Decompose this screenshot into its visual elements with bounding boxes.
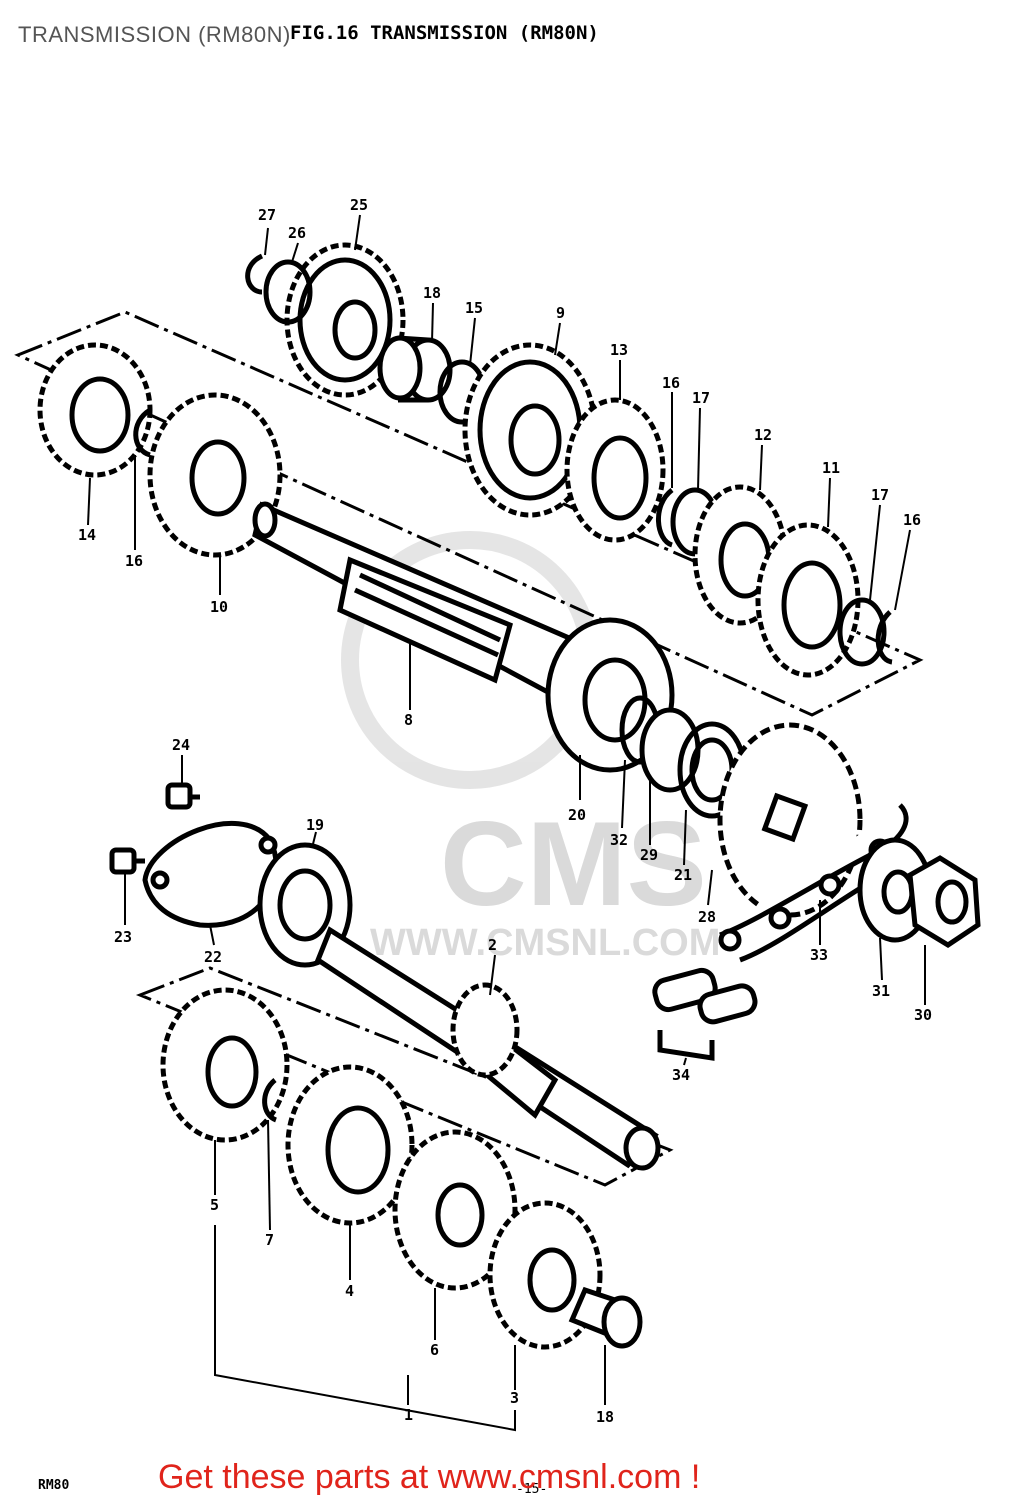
chain-joint-34 xyxy=(652,967,758,1061)
callout-10: 10 xyxy=(210,598,228,616)
callout-4: 4 xyxy=(345,1282,354,1300)
callout-14: 14 xyxy=(78,526,96,544)
nut-30 xyxy=(907,855,981,948)
figure-title: FIG.16 TRANSMISSION (RM80N) xyxy=(290,22,599,44)
callout-25: 25 xyxy=(350,196,368,214)
gear-14 xyxy=(37,342,153,478)
gear-13 xyxy=(564,397,666,543)
callout-21: 21 xyxy=(674,866,692,884)
callout-17: 17 xyxy=(692,389,710,407)
callout-16: 16 xyxy=(662,374,680,392)
bolt-24 xyxy=(165,782,200,810)
model-code: RM80 xyxy=(38,1478,70,1493)
needle-bearing-18-lower xyxy=(568,1286,643,1349)
callout-22: 22 xyxy=(204,948,222,966)
callout-27: 27 xyxy=(258,206,276,224)
callout-15: 15 xyxy=(465,299,483,317)
callout-20: 20 xyxy=(568,806,586,824)
callout-13: 13 xyxy=(610,341,628,359)
callout-26: 26 xyxy=(288,224,306,242)
callout-16-b: 16 xyxy=(903,511,921,529)
callout-11: 11 xyxy=(822,459,840,477)
watermark-url: WWW.CMSNL.COM xyxy=(370,922,720,964)
callout-18-b: 18 xyxy=(596,1408,614,1426)
callout-12: 12 xyxy=(754,426,772,444)
callout-7: 7 xyxy=(265,1231,274,1249)
callout-28: 28 xyxy=(698,908,716,926)
callout-2: 2 xyxy=(488,936,497,954)
callout-labels: 27 26 25 18 15 9 13 16 17 12 11 17 16 14… xyxy=(78,196,932,1426)
page-number: -15- xyxy=(516,1482,548,1497)
gear-10 xyxy=(147,392,283,558)
callout-34: 34 xyxy=(672,1066,690,1084)
circlip-27 xyxy=(245,253,264,295)
callout-6: 6 xyxy=(430,1341,439,1359)
callout-1: 1 xyxy=(404,1406,413,1424)
callout-23: 23 xyxy=(114,928,132,946)
callout-3: 3 xyxy=(510,1389,519,1407)
callout-19: 19 xyxy=(306,816,324,834)
gear-5 xyxy=(160,987,290,1143)
watermark-brand: CMS xyxy=(440,797,707,931)
driveshaft-integral-gear xyxy=(450,982,520,1078)
bearing-retainer-22 xyxy=(142,820,279,928)
callout-16-c: 16 xyxy=(125,552,143,570)
callout-17-b: 17 xyxy=(871,486,889,504)
callout-29: 29 xyxy=(640,846,658,864)
spacer-29 xyxy=(639,707,701,793)
circlip-7 xyxy=(262,1078,278,1123)
callout-31: 31 xyxy=(872,982,890,1000)
bearing-20 xyxy=(545,617,675,773)
circlip-16-a xyxy=(656,488,674,548)
gear-4 xyxy=(285,1064,415,1226)
callout-5: 5 xyxy=(210,1196,219,1214)
gear-11 xyxy=(755,522,861,678)
circlip-16-b xyxy=(875,610,893,665)
circlip-16-c xyxy=(133,407,152,458)
callout-33: 33 xyxy=(810,946,828,964)
callout-9: 9 xyxy=(556,304,565,322)
callout-24: 24 xyxy=(172,736,190,754)
washer-17-b xyxy=(837,597,887,667)
cta-link[interactable]: Get these parts at www.cmsnl.com ! xyxy=(158,1458,701,1496)
gear-25 xyxy=(284,242,406,398)
gear-3 xyxy=(487,1200,603,1350)
driveshaft-group-outline xyxy=(135,966,674,1187)
page-title: TRANSMISSION (RM80N) xyxy=(18,22,291,47)
callout-18: 18 xyxy=(423,284,441,302)
callout-8: 8 xyxy=(404,711,413,729)
callout-32: 32 xyxy=(610,831,628,849)
callout-30: 30 xyxy=(914,1006,932,1024)
leader-lines xyxy=(87,214,926,1432)
bolt-23 xyxy=(109,847,145,875)
gear-6 xyxy=(392,1129,518,1291)
countershaft-group-outline xyxy=(14,310,924,717)
washer-26 xyxy=(263,259,313,325)
